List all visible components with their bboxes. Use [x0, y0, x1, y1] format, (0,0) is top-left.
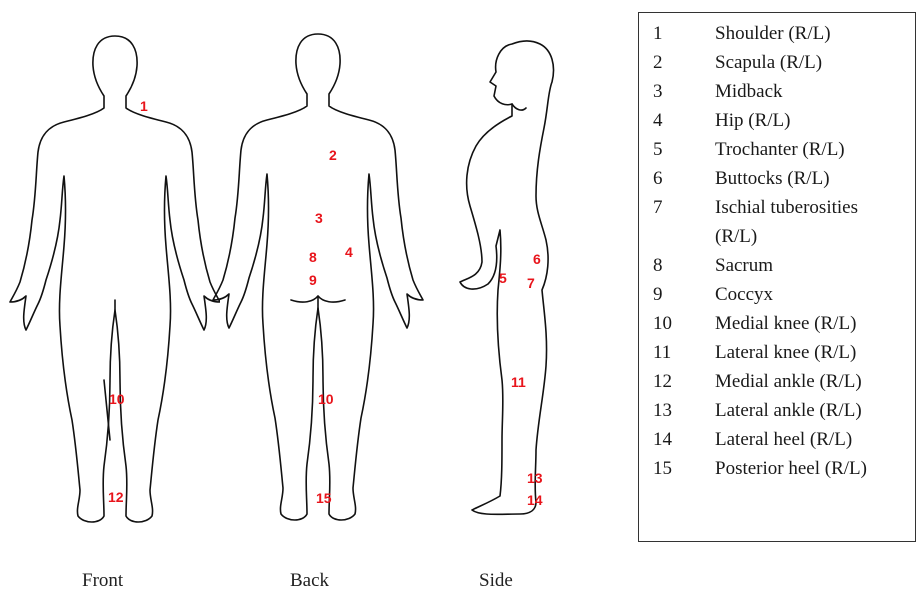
legend-label: Hip (R/L): [715, 110, 790, 132]
legend-label-continuation: (R/L): [715, 226, 757, 248]
legend-label: Medial ankle (R/L): [715, 371, 862, 393]
marker-front-12: 12: [108, 490, 124, 504]
legend-label: Lateral ankle (R/L): [715, 400, 862, 422]
legend-number: 2: [653, 52, 663, 74]
back-body-outline: [205, 0, 435, 540]
front-body-outline: [0, 0, 220, 540]
back-figure: [205, 0, 435, 540]
marker-front-1: 1: [140, 99, 148, 113]
side-figure: [440, 0, 620, 540]
marker-back-2: 2: [329, 148, 337, 162]
marker-back-4: 4: [345, 245, 353, 259]
side-body-outline: [440, 0, 620, 540]
view-label-back: Back: [290, 570, 329, 592]
legend-number: 3: [653, 81, 663, 103]
legend-number: 6: [653, 168, 663, 190]
legend-number: 10: [653, 313, 672, 335]
legend-number: 7: [653, 197, 663, 219]
marker-side-7: 7: [527, 276, 535, 290]
legend-number: 9: [653, 284, 663, 306]
legend-label: Lateral knee (R/L): [715, 342, 856, 364]
legend-number: 1: [653, 23, 663, 45]
legend-number: 13: [653, 400, 672, 422]
legend-label: Midback: [715, 81, 783, 103]
legend-number: 5: [653, 139, 663, 161]
marker-back-9: 9: [309, 273, 317, 287]
legend-label: Posterior heel (R/L): [715, 458, 867, 480]
legend-number: 14: [653, 429, 672, 451]
legend-label: Ischial tuberosities: [715, 197, 858, 219]
legend-label: Medial knee (R/L): [715, 313, 856, 335]
legend-label: Lateral heel (R/L): [715, 429, 852, 451]
legend-label: Shoulder (R/L): [715, 23, 831, 45]
marker-side-14: 14: [527, 493, 543, 507]
marker-front-10: 10: [109, 392, 125, 406]
legend-label: Coccyx: [715, 284, 773, 306]
legend-number: 15: [653, 458, 672, 480]
front-figure: [0, 0, 220, 540]
legend-label: Sacrum: [715, 255, 773, 277]
marker-back-3: 3: [315, 211, 323, 225]
marker-side-5: 5: [499, 271, 507, 285]
legend-number: 8: [653, 255, 663, 277]
marker-side-6: 6: [533, 252, 541, 266]
legend-label: Scapula (R/L): [715, 52, 822, 74]
legend-box: 1 Shoulder (R/L) 2 Scapula (R/L) 3 Midba…: [638, 12, 916, 542]
legend-number: 4: [653, 110, 663, 132]
marker-back-8: 8: [309, 250, 317, 264]
marker-side-11: 11: [511, 375, 526, 389]
marker-back-10: 10: [318, 392, 334, 406]
view-label-side: Side: [479, 570, 513, 592]
legend-label: Buttocks (R/L): [715, 168, 830, 190]
marker-side-13: 13: [527, 471, 543, 485]
legend-number: 11: [653, 342, 671, 364]
legend-number: 12: [653, 371, 672, 393]
marker-back-15: 15: [316, 491, 332, 505]
view-label-front: Front: [82, 570, 123, 592]
legend-label: Trochanter (R/L): [715, 139, 845, 161]
